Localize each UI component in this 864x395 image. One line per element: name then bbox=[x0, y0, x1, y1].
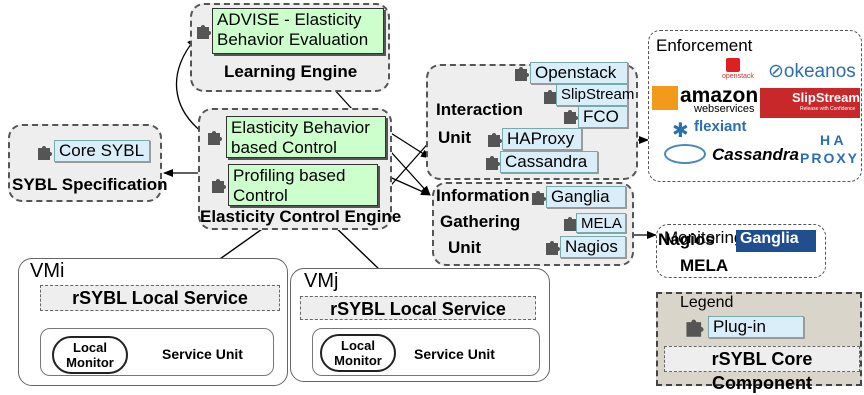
plugin-icon bbox=[212, 179, 226, 193]
plugin-icon bbox=[197, 25, 211, 39]
enforcement-title: Enforcement bbox=[656, 36, 753, 55]
vmi-local-service: rSYBL Local Service bbox=[40, 285, 280, 311]
slipstream-tagline: Release with Confidence bbox=[800, 106, 856, 112]
fco-box: FCO bbox=[578, 106, 628, 128]
amazon-logo: amazon bbox=[680, 84, 759, 107]
haproxy-box: HAProxy bbox=[502, 128, 582, 150]
amazon-logo-icon bbox=[652, 86, 678, 110]
plugin-icon bbox=[546, 241, 560, 255]
monitoring-title: Monitoring bbox=[664, 228, 744, 247]
openstack-logo bbox=[726, 58, 740, 72]
mela-box: MELA bbox=[576, 213, 626, 233]
vmi-local-monitor: Local Monitor bbox=[52, 336, 128, 374]
cassandra-box: Cassandra bbox=[500, 151, 598, 173]
control-engine-title: Elasticity Control Engine bbox=[200, 207, 402, 226]
nagios-logo: Nagios bbox=[658, 230, 715, 249]
vmi-title: VMi bbox=[30, 260, 65, 282]
plugin-icon bbox=[686, 319, 704, 337]
plugin-icon bbox=[486, 156, 500, 170]
plugin-icon bbox=[488, 133, 502, 147]
plugin-icon bbox=[515, 67, 529, 81]
okeanos-logo: ⊘okeanos bbox=[768, 61, 856, 82]
interaction-unit-title: Interaction bbox=[436, 100, 523, 119]
ganglia-box: Ganglia bbox=[546, 186, 626, 208]
slipstream-box: SlipStream bbox=[556, 84, 634, 106]
information-unit-title: Information bbox=[436, 186, 530, 205]
vmj-local-service: rSYBL Local Service bbox=[300, 296, 536, 320]
advise-box: ADVISE - Elasticity Behavior Evaluation bbox=[212, 8, 384, 54]
slipstream-logo: SlipStream bbox=[792, 90, 860, 105]
ganglia-logo-bg bbox=[736, 230, 816, 252]
elasticity-behavior-control-box: Elasticity Behavior based Control bbox=[226, 116, 386, 158]
legend-title: Legend bbox=[680, 294, 734, 311]
mela-logo: MELA bbox=[680, 256, 729, 275]
sybl-specification bbox=[8, 124, 162, 202]
plugin-icon bbox=[208, 131, 222, 145]
cassandra-logo: Cassandra bbox=[712, 145, 799, 164]
arrow-control-information bbox=[384, 174, 431, 196]
information-unit-title-2: Gathering bbox=[440, 212, 521, 231]
vmj-local-monitor: Local Monitor bbox=[320, 334, 396, 372]
vmj-title: VMj bbox=[304, 270, 339, 292]
vmj-service-unit-label: Service Unit bbox=[414, 346, 495, 362]
slipstream-logo-bg bbox=[760, 88, 860, 118]
ganglia-logo: Ganglia bbox=[740, 230, 799, 247]
legend-plugin-box: Plug-in bbox=[708, 316, 804, 338]
arrow-ebc-information bbox=[385, 129, 431, 159]
arrow-learning-control bbox=[175, 37, 211, 139]
flexiant-logo-icon: ✱ bbox=[672, 120, 689, 142]
plugin-icon bbox=[564, 217, 578, 231]
haproxy-logo-top: H A bbox=[820, 132, 844, 148]
plugin-icon bbox=[564, 110, 578, 124]
profiling-control-box: Profiling based Control bbox=[228, 164, 378, 206]
core-sybl-box: Core SYBL bbox=[54, 140, 150, 162]
sybl-specification-title: SYBL Specification bbox=[12, 175, 168, 194]
nagios-box: Nagios bbox=[560, 236, 626, 258]
plugin-icon bbox=[38, 146, 52, 160]
aws-logo: webservices bbox=[694, 103, 755, 115]
learning-engine-title: Learning Engine bbox=[224, 62, 358, 81]
legend-core-component: rSYBL Core Component bbox=[664, 346, 860, 393]
haproxy-logo-bottom: PROXY bbox=[800, 150, 860, 166]
vmi-service-unit-label: Service Unit bbox=[162, 346, 243, 362]
cassandra-logo-icon bbox=[664, 144, 706, 164]
plugin-icon bbox=[544, 90, 558, 104]
flexiant-logo: flexiant bbox=[694, 118, 747, 135]
information-unit-title-3: Unit bbox=[448, 238, 482, 257]
openstack-box: Openstack bbox=[530, 62, 628, 84]
plugin-icon bbox=[532, 191, 546, 205]
interaction-unit-title-2: Unit bbox=[438, 128, 472, 147]
openstack-logo-text: openstack bbox=[722, 73, 754, 80]
